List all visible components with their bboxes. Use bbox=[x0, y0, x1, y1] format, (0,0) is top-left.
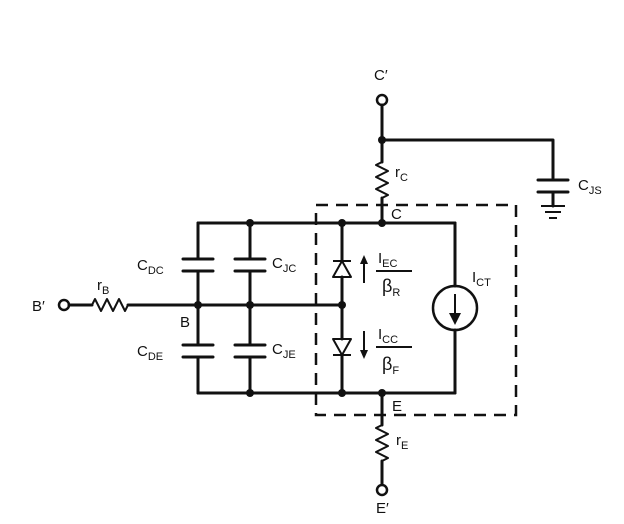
label-ict: ICT bbox=[472, 269, 491, 289]
label-node-c: C bbox=[391, 206, 402, 223]
intrinsic-device-boundary bbox=[314, 203, 518, 417]
label-icc: ICC bbox=[378, 326, 398, 346]
label-c-prime: C′ bbox=[374, 67, 388, 84]
junction-node-c bbox=[378, 219, 386, 227]
arrow-up-head bbox=[360, 255, 368, 264]
resistor-rb bbox=[91, 298, 129, 312]
label-cjs: CJS bbox=[578, 177, 602, 197]
label-cjc: CJC bbox=[272, 255, 296, 275]
label-re: rE bbox=[396, 432, 408, 452]
arrow-down-head bbox=[360, 350, 368, 359]
label-b-prime: B′ bbox=[32, 298, 45, 315]
emitter-branch bbox=[375, 391, 389, 497]
capacitor-cjs bbox=[536, 178, 570, 219]
label-rc: rC bbox=[395, 164, 408, 184]
ground-symbol bbox=[541, 205, 565, 219]
label-e-prime: E′ bbox=[376, 500, 389, 517]
label-node-e: E bbox=[392, 398, 402, 415]
capacitor-column-right bbox=[233, 221, 267, 395]
fraction-icc-beta-f: ICC βF bbox=[376, 326, 412, 377]
diode-lower-symbol bbox=[332, 338, 352, 356]
resistor-re bbox=[375, 424, 389, 462]
wire-to-cjs bbox=[380, 138, 555, 180]
label-beta-f: βF bbox=[382, 354, 399, 377]
ict-arrow-icon bbox=[449, 313, 461, 325]
label-cje: CJE bbox=[272, 341, 296, 361]
diode-column bbox=[332, 221, 352, 395]
current-source-ict bbox=[431, 221, 479, 395]
capacitor-column-left bbox=[181, 221, 215, 395]
label-rb: rB bbox=[97, 277, 109, 297]
collector-branch bbox=[375, 93, 555, 225]
resistor-rc bbox=[375, 161, 389, 199]
label-node-b: B bbox=[180, 314, 190, 331]
label-cdc: CDC bbox=[137, 257, 164, 277]
terminal-e-prime bbox=[375, 483, 389, 497]
label-iec: IEC bbox=[378, 250, 398, 270]
label-cde: CDE bbox=[137, 343, 163, 363]
diode-upper-symbol bbox=[332, 260, 352, 278]
base-branch bbox=[57, 298, 200, 312]
fraction-iec-beta-r: IEC βR bbox=[376, 250, 412, 299]
label-beta-r: βR bbox=[382, 276, 400, 299]
